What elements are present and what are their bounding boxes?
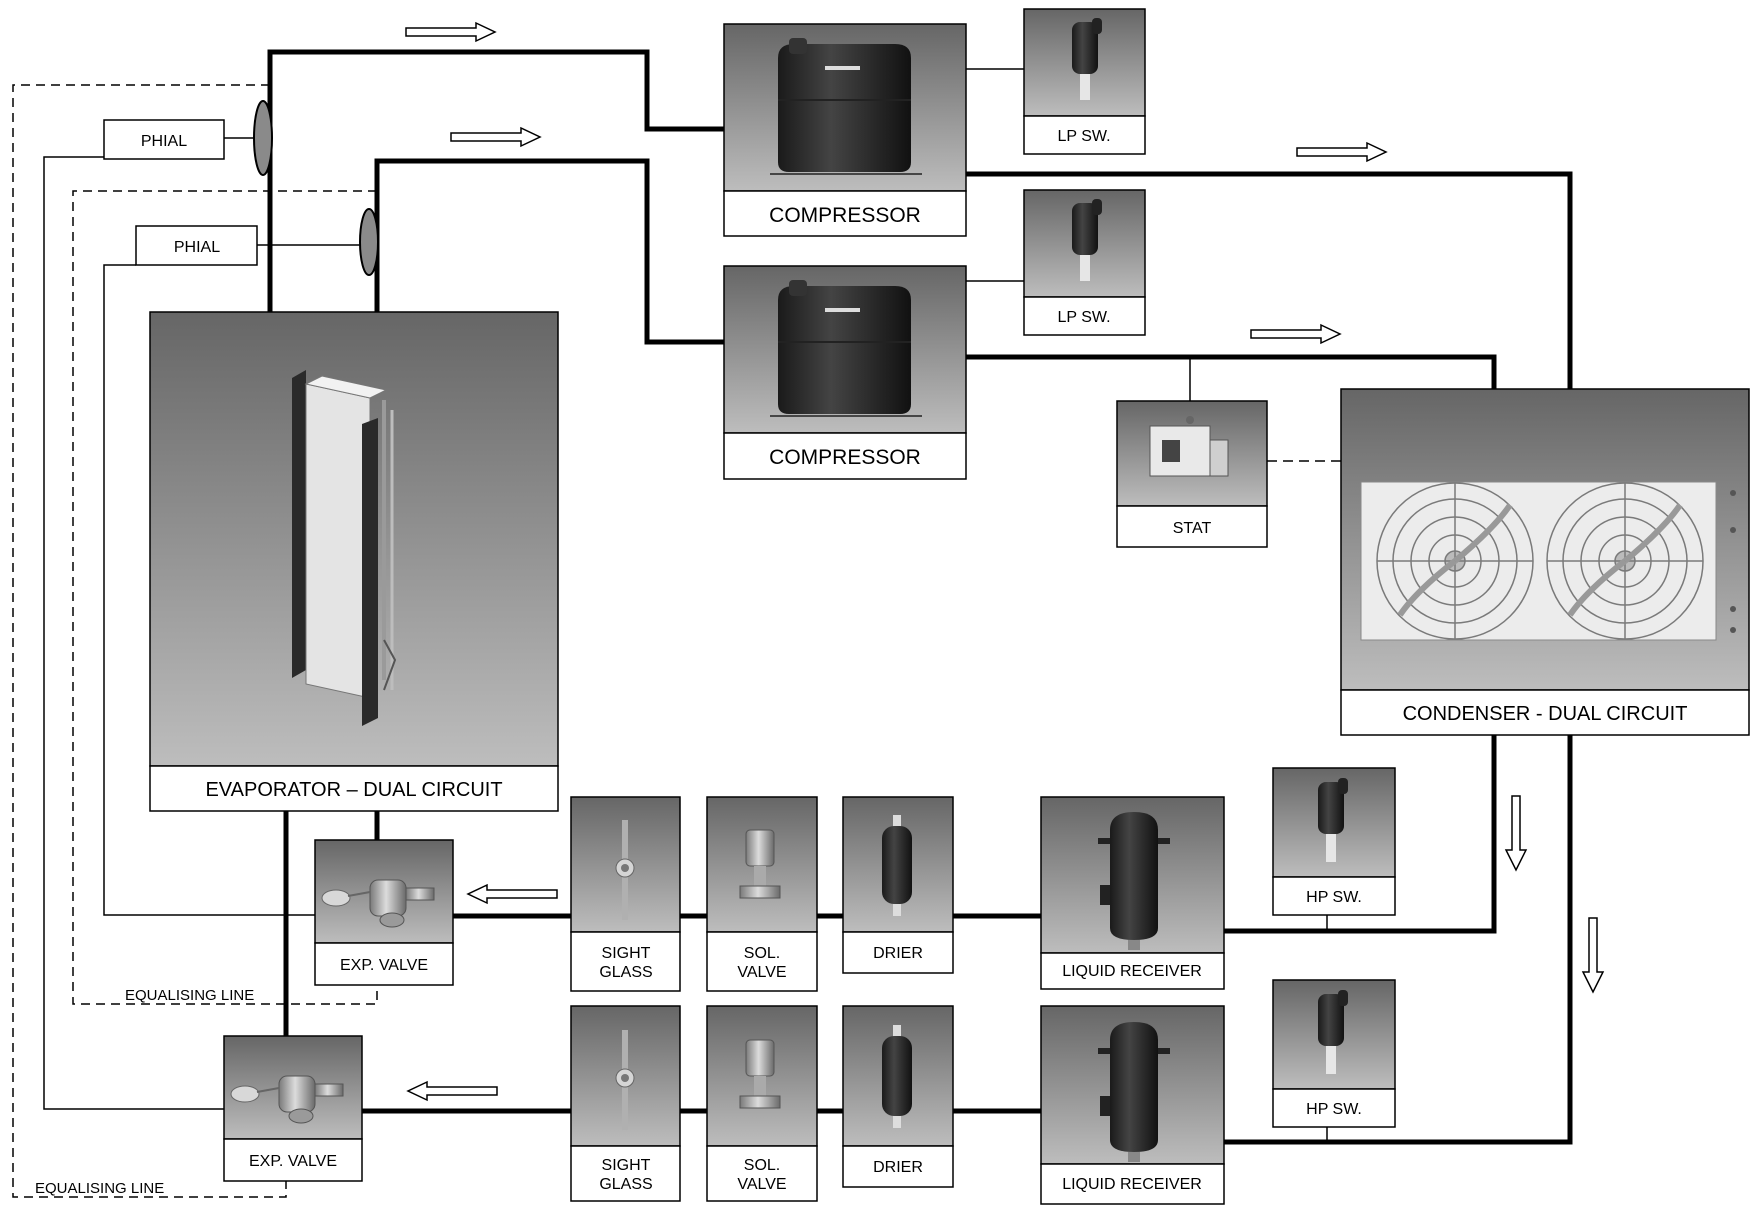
sight-glass-icon — [615, 820, 635, 920]
evaporator-label: EVAPORATOR – DUAL CIRCUIT — [205, 779, 502, 801]
drier-2: DRIER — [842, 1005, 954, 1188]
sight-glass-label-1a: SIGHT — [602, 945, 651, 962]
phial-label-1: PHIAL — [141, 133, 187, 150]
solenoid-valve-icon — [739, 829, 781, 899]
phial-box-1: PHIAL — [103, 119, 225, 160]
liquid-receiver-label-1: LIQUID RECEIVER — [1062, 963, 1202, 980]
expansion-valve-2: EXP. VALVE — [223, 1035, 363, 1182]
condenser: CONDENSER - DUAL CIRCUIT — [1340, 388, 1750, 736]
lp-switch-2: LP SW. — [1023, 189, 1146, 336]
pressure-switch-icon — [1318, 990, 1348, 1074]
pressure-switch-icon — [1072, 18, 1102, 100]
condenser-label: CONDENSER - DUAL CIRCUIT — [1403, 703, 1688, 725]
fan-icon — [1546, 482, 1704, 640]
suction-pipes — [267, 49, 724, 345]
drier-label-2: DRIER — [873, 1159, 923, 1176]
liquid-receiver-label-2: LIQUID RECEIVER — [1062, 1176, 1202, 1193]
sight-glass-1: SIGHT GLASS — [570, 796, 681, 992]
exp-valve-label-1: EXP. VALVE — [340, 957, 428, 974]
liquid-pipes — [283, 733, 1573, 1145]
filter-drier-icon — [882, 1025, 912, 1128]
fan-icon — [1376, 482, 1534, 640]
hp-switch-2: HP SW. — [1272, 979, 1396, 1128]
receiver-tank-icon — [1098, 812, 1170, 950]
compressor-label-1: COMPRESSOR — [769, 204, 921, 227]
phial-bulb-1 — [253, 100, 273, 176]
filter-drier-icon — [882, 815, 912, 916]
compressor-1: COMPRESSOR — [723, 23, 967, 237]
solenoid-valve-1: SOL. VALVE — [706, 796, 818, 992]
exp-valve-label-2: EXP. VALVE — [249, 1153, 337, 1170]
compressor-icon — [770, 280, 922, 417]
equalising-line-label-2: EQUALISING LINE — [35, 1180, 164, 1197]
lp-switch-label-1: LP SW. — [1057, 128, 1110, 145]
phial-label-2: PHIAL — [174, 239, 220, 256]
hp-switch-1: HP SW. — [1272, 767, 1396, 916]
compressor-2: COMPRESSOR — [723, 265, 967, 480]
compressor-label-2: COMPRESSOR — [769, 446, 921, 469]
drier-1: DRIER — [842, 796, 954, 974]
lp-switch-label-2: LP SW. — [1057, 309, 1110, 326]
expansion-valve-icon — [321, 879, 435, 928]
expansion-valve-1: EXP. VALVE — [314, 839, 454, 986]
flow-arrow-icon — [405, 21, 1605, 1102]
equalising-line-label-1: EQUALISING LINE — [125, 987, 254, 1004]
discharge-pipes — [966, 171, 1573, 389]
receiver-tank-icon — [1098, 1022, 1170, 1162]
expansion-valve-icon — [230, 1075, 344, 1124]
hp-switch-label-2: HP SW. — [1306, 1101, 1362, 1118]
stat: STAT — [1116, 400, 1268, 548]
liquid-receiver-1: LIQUID RECEIVER — [1040, 796, 1225, 990]
pressure-switch-icon — [1072, 199, 1102, 281]
compressor-icon — [770, 38, 922, 175]
thermostat-icon — [1149, 416, 1229, 477]
plate-heat-exchanger-icon — [292, 370, 397, 726]
pressure-switch-icon — [1318, 778, 1348, 862]
sight-glass-label-1b: GLASS — [599, 964, 652, 981]
sol-valve-label-1b: VALVE — [737, 964, 786, 981]
sight-glass-label-2a: SIGHT — [602, 1157, 651, 1174]
lp-switch-1: LP SW. — [1023, 8, 1146, 155]
sight-glass-2: SIGHT GLASS — [570, 1005, 681, 1202]
sol-valve-label-1a: SOL. — [744, 945, 780, 962]
phial-box-2: PHIAL — [135, 225, 258, 266]
phial-bulb-2 — [359, 208, 379, 276]
solenoid-valve-2: SOL. VALVE — [706, 1005, 818, 1202]
sol-valve-label-2a: SOL. — [744, 1157, 780, 1174]
switch-tap-lines — [966, 68, 1328, 1142]
liquid-receiver-2: LIQUID RECEIVER — [1040, 1005, 1225, 1205]
sol-valve-label-2b: VALVE — [737, 1176, 786, 1193]
drier-label-1: DRIER — [873, 945, 923, 962]
hp-switch-label-1: HP SW. — [1306, 889, 1362, 906]
sight-glass-label-2b: GLASS — [599, 1176, 652, 1193]
solenoid-valve-icon — [739, 1039, 781, 1109]
sight-glass-icon — [615, 1030, 635, 1130]
evaporator: EVAPORATOR – DUAL CIRCUIT — [149, 311, 559, 812]
stat-label: STAT — [1173, 520, 1212, 537]
